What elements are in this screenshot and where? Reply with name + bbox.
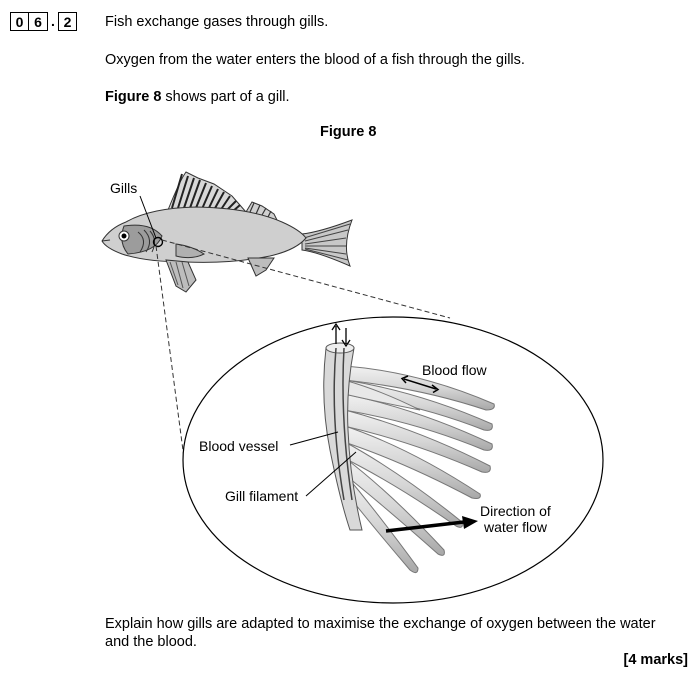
water-flow-label-line2: water flow: [483, 519, 548, 535]
question-number: 0 6 . 2: [10, 12, 77, 31]
projection-line-right: [161, 239, 451, 319]
gills-label: Gills: [110, 180, 137, 196]
gill-filament-label: Gill filament: [225, 488, 298, 504]
projection-line-left: [155, 245, 185, 459]
figure-caption: Figure 8: [320, 124, 377, 140]
figure-reference-rest: shows part of a gill.: [161, 89, 290, 105]
water-flow-arrow-icon: [385, 516, 478, 533]
gill-highlight-circle: [152, 236, 164, 248]
question-digit: 0: [10, 12, 29, 31]
question-intro: Fish exchange gases through gills.: [105, 14, 329, 30]
question-instruction-cont: and the blood.: [105, 634, 197, 650]
blood-flow-label: Blood flow: [422, 362, 487, 378]
gills-leader-line: [139, 195, 157, 239]
anal-fin: [247, 257, 275, 277]
pectoral-fin: [175, 243, 205, 259]
blood-vessel-label: Blood vessel: [199, 438, 278, 454]
marks-label: [4 marks]: [623, 652, 688, 668]
gill-arch: [323, 347, 363, 531]
gill-figure: Gills Blood flow Blood vessel Gill filam…: [101, 171, 604, 604]
gill-filaments: [343, 365, 495, 574]
blood-vessel-leader: [289, 431, 339, 446]
gill-filament-leader: [305, 451, 357, 497]
down-arrow-icon: [341, 328, 351, 348]
blood-flow-arrow-icon: [400, 375, 440, 394]
question-digit: 6: [29, 12, 48, 31]
figure-reference-bold: Figure 8: [105, 89, 162, 105]
question-digit: 2: [58, 12, 77, 31]
dorsal-fin: [167, 171, 248, 213]
figure-reference: Figure 8 shows part of a gill.: [105, 88, 290, 107]
water-flow-label-line1: Direction of: [480, 503, 551, 519]
blood-vessel-line: [333, 347, 345, 501]
tail-fin: [301, 219, 353, 267]
question-line2: Oxygen from the water enters the blood o…: [105, 52, 525, 68]
question-instruction: Explain how gills are adapted to maximis…: [105, 616, 656, 632]
question-separator: .: [51, 13, 55, 29]
up-arrow-icon: [331, 322, 341, 344]
